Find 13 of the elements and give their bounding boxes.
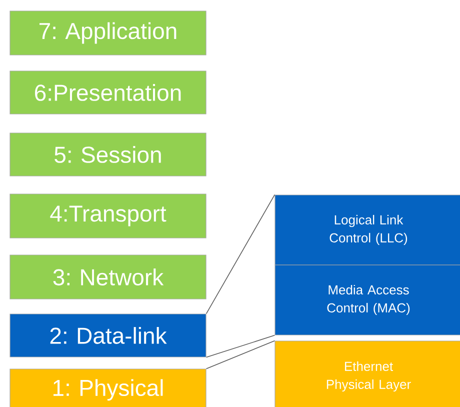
layer-box: Logical Link Control (LLC) [274,194,460,266]
layer-box: Media Access Control (MAC) [274,264,460,336]
layer-box: 3: Network [10,254,206,300]
layer-box: 2: Data-link [10,314,206,358]
layer-box: 7: Application [10,10,206,56]
layer-box: 1: Physical [10,368,206,407]
layer-box: 6:Presentation [10,70,206,114]
layer-box: Ethernet Physical Layer [274,340,460,407]
layer-box: 4:Transport [10,194,206,238]
leader-line [206,334,276,358]
leader-line [206,340,276,370]
layer-box: 5: Session [10,132,206,176]
leader-line [206,194,276,314]
